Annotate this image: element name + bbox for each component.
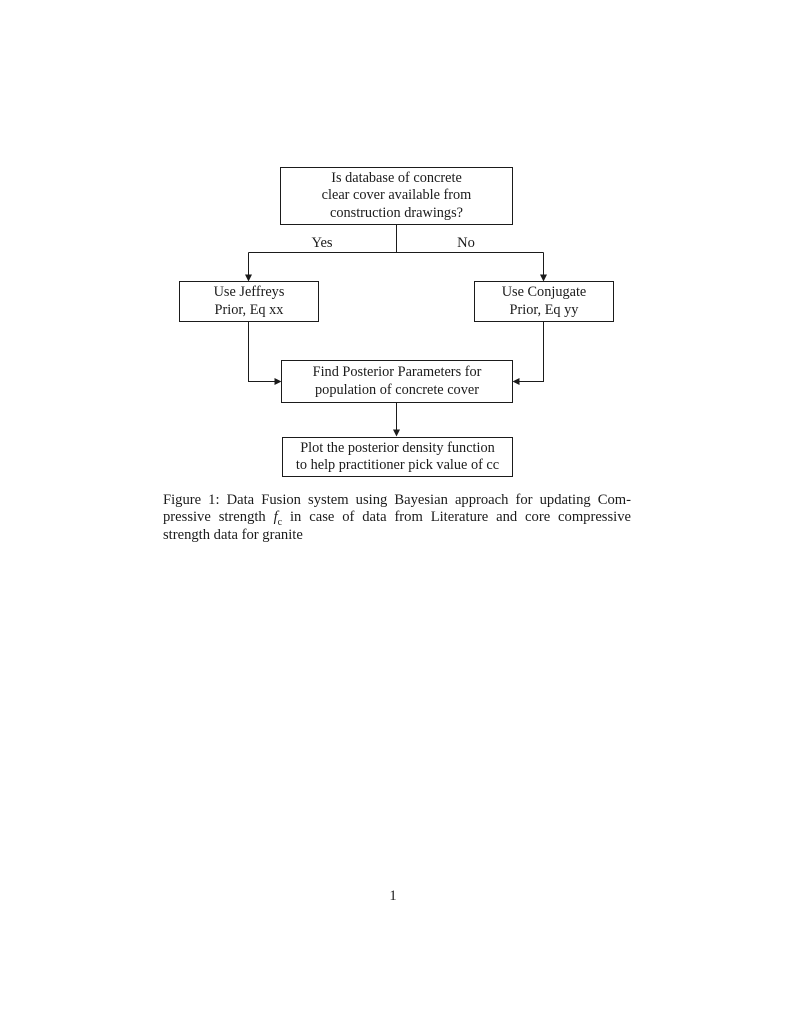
posterior-parameters-box: Find Posterior Parameters for population… bbox=[281, 360, 513, 403]
plot-density-box: Plot the posterior density function to h… bbox=[282, 437, 513, 477]
jeffreys-prior-box: Use Jeffreys Prior, Eq xx bbox=[179, 281, 319, 322]
decision-box-line2: clear cover available from bbox=[321, 187, 472, 204]
caption-line2-pre: pressive strength bbox=[163, 509, 274, 526]
figure-caption-line3: strength data for granite bbox=[163, 526, 303, 543]
arrowhead-to-conjugate bbox=[540, 274, 547, 282]
conjugate-prior-box-line1: Use Conjugate bbox=[501, 284, 587, 300]
connector-jeffreys-to-posterior bbox=[248, 322, 276, 382]
arrowhead-to-plot bbox=[393, 429, 400, 437]
plot-density-box-line2: to help practitioner pick value of cc bbox=[295, 457, 500, 473]
decision-box: Is database of concrete clear cover avai… bbox=[280, 167, 513, 225]
figure-caption-line1: Figure 1: Data Fusion system using Bayes… bbox=[163, 492, 631, 508]
decision-box-line1: Is database of concrete bbox=[331, 169, 462, 186]
posterior-parameters-box-line2: population of concrete cover bbox=[315, 381, 479, 398]
jeffreys-prior-box-line1: Use Jeffreys bbox=[213, 284, 285, 300]
page-number: 1 bbox=[389, 888, 397, 904]
arrowhead-into-posterior-left bbox=[274, 378, 282, 385]
connector-conjugate-to-posterior bbox=[518, 322, 544, 382]
arrowhead-into-posterior-right bbox=[512, 378, 520, 385]
caption-line2-post: in case of data from Literature and core… bbox=[282, 509, 631, 526]
posterior-parameters-box-line1: Find Posterior Parameters for bbox=[312, 364, 482, 380]
figure-caption-line2: pressive strength fc in case of data fro… bbox=[163, 509, 631, 529]
conjugate-prior-box-line2: Prior, Eq yy bbox=[509, 301, 579, 318]
arrowhead-to-jeffreys bbox=[245, 274, 252, 282]
no-branch-label: No bbox=[455, 235, 477, 251]
yes-branch-label: Yes bbox=[309, 235, 335, 251]
caption-math-fc: f bbox=[273, 509, 278, 526]
plot-density-box-line1: Plot the posterior density function bbox=[300, 439, 495, 456]
figure-caption: Figure 1: Data Fusion system using Bayes… bbox=[163, 492, 631, 544]
conjugate-prior-box: Use Conjugate Prior, Eq yy bbox=[474, 281, 614, 322]
caption-math-fc-subscript: c bbox=[277, 517, 283, 529]
jeffreys-prior-box-line2: Prior, Eq xx bbox=[214, 301, 284, 318]
decision-box-line3: construction drawings? bbox=[329, 204, 463, 221]
